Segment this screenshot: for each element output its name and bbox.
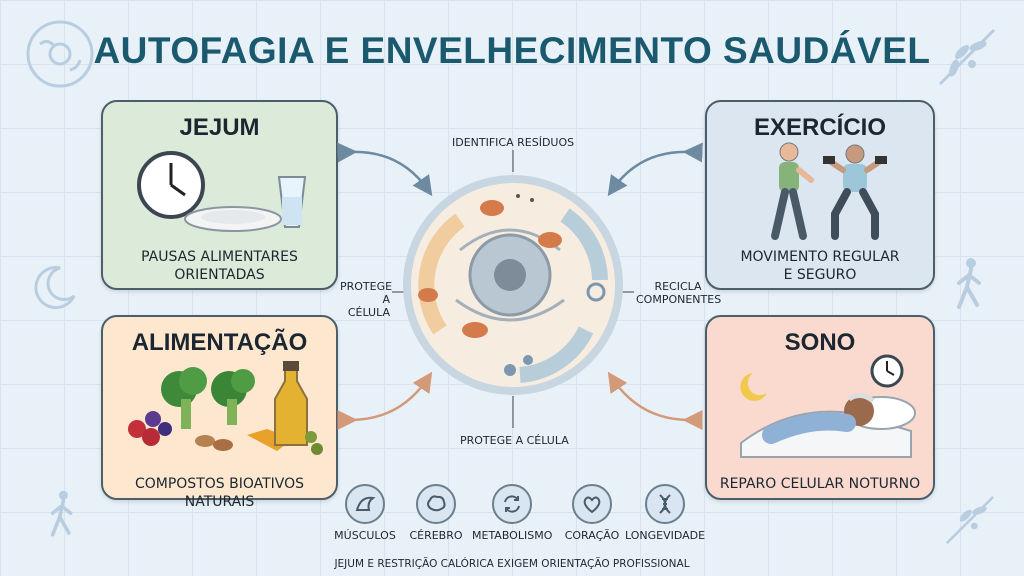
card-title: SONO <box>784 329 856 356</box>
benefit-muscles: MÚSCULOS <box>325 484 405 542</box>
benefit-label: METABOLISMO <box>472 529 553 542</box>
olive-branch-icon-bottom <box>945 495 995 545</box>
label-line: A CÉLULA <box>347 293 390 319</box>
arrow-jejum <box>337 142 433 197</box>
cycle-icon <box>492 484 532 524</box>
page-title: AUTOFAGIA E ENVELHECIMENTO SAUDÁVEL <box>93 30 931 71</box>
sleeping-person-icon <box>740 354 916 458</box>
muscle-icon <box>345 484 385 524</box>
cell-label-bottom: PROTEGE A CÉLULA <box>460 434 569 447</box>
card-caption: COMPOSTOS BIOATIVOS NATURAIS <box>134 476 305 510</box>
mitochondrion <box>462 322 488 338</box>
benefit-label: CÉREBRO <box>409 529 463 542</box>
moon-icon <box>34 266 76 310</box>
card-sono: SONO REPARO CELULAR NOTURNO <box>705 315 935 500</box>
card-jejum: JEJUM PAUSAS ALIMENTARES ORIENTADAS <box>101 100 338 290</box>
benefit-label: LONGEVIDADE <box>625 529 706 542</box>
mitochondrion <box>480 200 504 216</box>
walker-icon-bottom <box>50 490 73 537</box>
dna-icon <box>645 484 685 524</box>
mitochondrion <box>418 288 438 302</box>
card-title: ALIMENTAÇÃO <box>131 329 308 356</box>
card-alimentacao: ALIMENTAÇÃO COMPOSTOS BIOATIVOS NATURAIS <box>101 315 338 510</box>
caption-line: E SEGURO <box>783 267 857 283</box>
exercise-people-icon <box>771 142 887 240</box>
benefit-metabolism: METABOLISMO <box>472 484 552 542</box>
label-line: COMPONENTES <box>636 293 722 306</box>
mitochondrion <box>538 232 562 248</box>
card-exercicio: EXERCÍCIO MOVIMENTO REGULAR E SEGURO <box>705 100 935 290</box>
walker-icon <box>957 258 981 309</box>
cell-decoration-icon <box>26 20 94 88</box>
cell-label-top: IDENTIFICA RESÍDUOS <box>452 136 575 149</box>
caption-line: MOVIMENTO REGULAR <box>740 249 900 265</box>
brain-icon <box>416 484 456 524</box>
benefit-heart: CORAÇÃO <box>552 484 632 542</box>
benefit-longevity: LONGEVIDADE <box>625 484 705 542</box>
card-caption: REPARO CELULAR NOTURNO <box>719 476 921 492</box>
caption-line: ORIENTADAS <box>174 267 265 283</box>
card-caption: MOVIMENTO REGULAR E SEGURO <box>707 248 933 284</box>
benefit-brain: CÉREBRO <box>396 484 476 542</box>
olive-branch-icon <box>938 28 996 86</box>
healthy-food-icon <box>128 361 323 455</box>
cell-label-left: PROTEGE A CÉLULA <box>340 280 393 319</box>
caption-line: PAUSAS ALIMENTARES <box>141 249 298 265</box>
arrow-alimentacao <box>337 371 433 431</box>
footer-note: JEJUM E RESTRIÇÃO CALÓRICA EXIGEM ORIENT… <box>334 558 690 570</box>
cell-label-right: RECICLA COMPONENTES <box>636 280 722 306</box>
arrow-sono <box>607 371 703 431</box>
benefit-label: MÚSCULOS <box>334 529 396 542</box>
heart-icon <box>572 484 612 524</box>
card-title: JEJUM <box>179 114 260 141</box>
cell-diagram <box>403 175 623 395</box>
arrow-exercicio <box>607 142 703 197</box>
clock-plate-glass-icon <box>137 151 307 232</box>
card-title: EXERCÍCIO <box>753 114 887 141</box>
label-line: PROTEGE <box>340 280 393 293</box>
card-caption: PAUSAS ALIMENTARES ORIENTADAS <box>103 248 336 284</box>
label-line: RECICLA <box>654 280 702 293</box>
benefit-label: CORAÇÃO <box>564 529 620 542</box>
